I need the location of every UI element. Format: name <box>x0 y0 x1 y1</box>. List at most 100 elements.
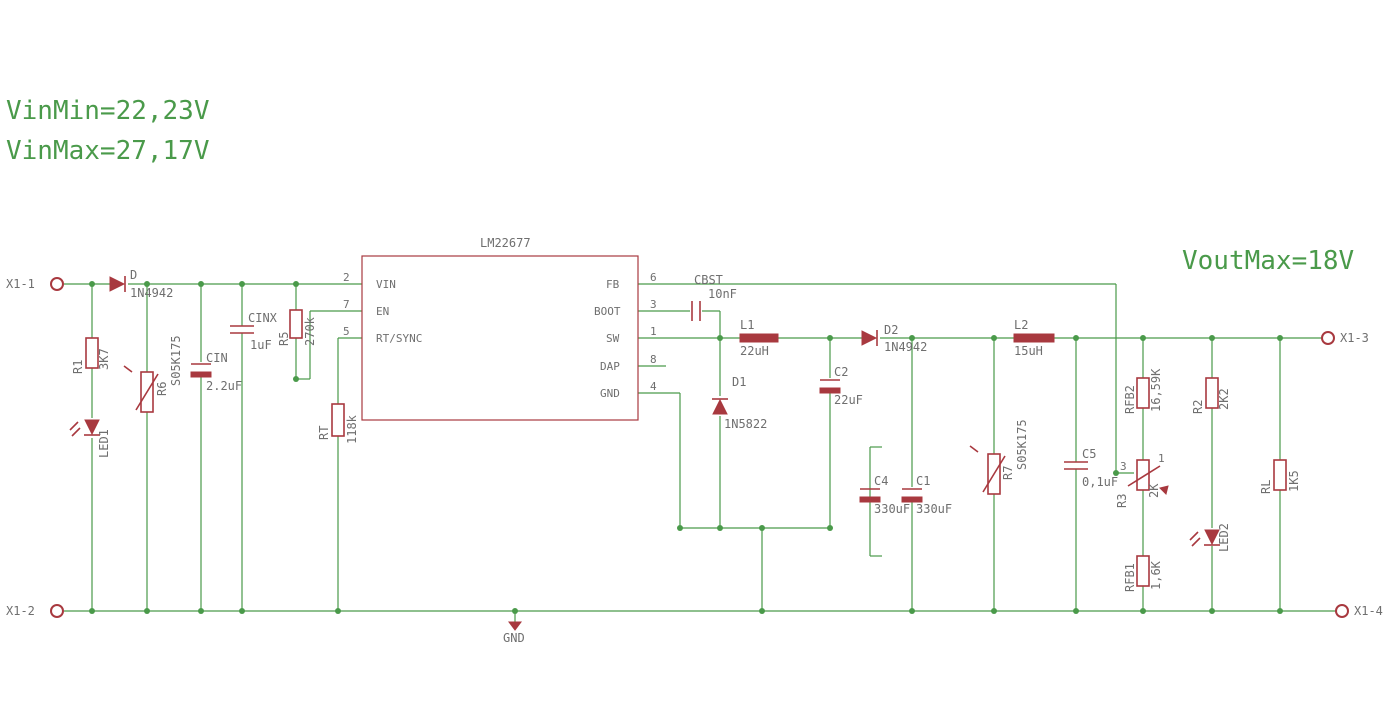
ic-pin-number: 8 <box>650 353 657 366</box>
capacitor-cinx[interactable]: CINX 1uF <box>230 311 278 352</box>
vout-max-note: VoutMax=18V <box>1182 246 1354 276</box>
ic-pin-name: EN <box>376 305 389 318</box>
ic-pin-name: RT/SYNC <box>376 332 422 345</box>
component-ref: RL <box>1259 480 1273 494</box>
component-value: 1uF <box>250 338 272 352</box>
capacitor-c2[interactable]: C2 22uF <box>819 365 863 407</box>
ic-lm22677[interactable]: LM22677 2 VIN 7 EN 5 RT/SYNC 6 FB 3 BOOT… <box>343 236 657 421</box>
capacitor-c4[interactable]: C4 330uF <box>859 474 910 516</box>
component-value: S05K175 <box>1015 419 1029 470</box>
component-ref: CIN <box>206 351 228 365</box>
wires <box>64 283 1336 622</box>
component-value: 16,59K <box>1149 368 1163 412</box>
component-ref: RT <box>317 426 331 440</box>
ic-pin-name: SW <box>606 332 620 345</box>
ic-pin-name: FB <box>606 278 620 291</box>
ic-pin-name: VIN <box>376 278 396 291</box>
component-ref: D <box>130 268 137 282</box>
diode-d[interactable]: D 1N4942 <box>109 268 173 300</box>
component-ref: C2 <box>834 365 848 379</box>
component-value: 1N5822 <box>724 417 767 431</box>
terminal-x1-4[interactable]: X1-4 <box>1335 604 1383 618</box>
ic-pin-number: 4 <box>650 380 657 393</box>
component-ref: D2 <box>884 323 898 337</box>
component-ref: R6 <box>155 382 169 396</box>
component-value: 22uF <box>834 393 863 407</box>
resistor-r5[interactable]: R5 270k <box>277 309 317 346</box>
component-ref: RFB2 <box>1123 385 1137 414</box>
resistor-rfb1[interactable]: RFB1 1,6K <box>1123 555 1163 592</box>
terminal-label: X1-4 <box>1354 604 1383 618</box>
resistor-rt[interactable]: RT 118k <box>317 403 359 444</box>
ic-pin-number: 5 <box>343 325 350 338</box>
component-ref: CBST <box>694 273 723 287</box>
capacitor-cbst[interactable]: CBST 10nF <box>691 273 737 321</box>
terminal-label: X1-1 <box>6 277 35 291</box>
pot-pin-number: 1 <box>1158 452 1165 465</box>
ic-pin-name: GND <box>600 387 620 400</box>
component-ref: R5 <box>277 332 291 346</box>
diode-d2[interactable]: D2 1N4942 <box>861 323 927 354</box>
inductor-l2[interactable]: L2 15uH <box>1013 318 1055 358</box>
component-value: 118k <box>345 414 359 444</box>
component-value: 15uH <box>1014 344 1043 358</box>
junctions <box>89 281 1283 614</box>
component-ref: R3 <box>1115 494 1129 508</box>
ic-pin-number: 1 <box>650 325 657 338</box>
resistor-rfb2[interactable]: RFB2 16,59K <box>1123 368 1163 414</box>
component-ref: C5 <box>1082 447 1096 461</box>
vin-max-note: VinMax=27,17V <box>6 136 210 166</box>
pot-pin-number: 3 <box>1120 460 1127 473</box>
ground-label: GND <box>503 631 525 645</box>
component-value: 3K7 <box>97 348 111 370</box>
component-value: 1K5 <box>1287 470 1301 492</box>
led-led2[interactable]: LED2 <box>1189 523 1231 552</box>
component-ref: R2 <box>1191 400 1205 414</box>
terminal-x1-2[interactable]: X1-2 <box>6 604 64 618</box>
ic-pin-name: BOOT <box>594 305 621 318</box>
ic-pin-name: DAP <box>600 360 620 373</box>
component-value: 1,6K <box>1149 560 1163 590</box>
ic-pin-number: 7 <box>343 298 350 311</box>
component-ref: C1 <box>916 474 930 488</box>
terminal-label: X1-3 <box>1340 331 1369 345</box>
capacitor-c1[interactable]: C1 330uF <box>901 474 952 516</box>
component-ref: C4 <box>874 474 888 488</box>
component-value: 270k <box>303 316 317 346</box>
ic-pin-number: 2 <box>343 271 350 284</box>
terminal-x1-3[interactable]: X1-3 <box>1321 331 1369 345</box>
resistor-rl[interactable]: RL 1K5 <box>1259 459 1301 494</box>
capacitor-c5[interactable]: C5 0,1uF <box>1064 447 1118 489</box>
ic-pin-number: 3 <box>650 298 657 311</box>
resistor-r2[interactable]: R2 2K2 <box>1191 377 1231 414</box>
diode-d1[interactable]: D1 1N5822 <box>712 375 767 431</box>
terminal-x1-1[interactable]: X1-1 <box>6 277 64 291</box>
resistor-r1[interactable]: R1 3K7 <box>71 337 111 374</box>
component-ref: R1 <box>71 360 85 374</box>
component-value: 1N4942 <box>884 340 927 354</box>
component-value: 330uF <box>874 502 910 516</box>
component-value: 22uH <box>740 344 769 358</box>
ic-pin-number: 6 <box>650 271 657 284</box>
inductor-l1[interactable]: L1 22uH <box>739 318 779 358</box>
component-ref: L2 <box>1014 318 1028 332</box>
varistor-r7[interactable]: R7 S05K175 <box>969 419 1029 495</box>
capacitor-cin[interactable]: CIN 2.2uF <box>190 351 242 393</box>
component-ref: R7 <box>1001 466 1015 480</box>
component-ref: RFB1 <box>1123 563 1137 592</box>
potentiometer-r3[interactable]: 1 3 R3 2K <box>1115 452 1169 508</box>
component-ref: LED2 <box>1217 523 1231 552</box>
component-ref: CINX <box>248 311 278 325</box>
component-ref: L1 <box>740 318 754 332</box>
component-value: 330uF <box>916 502 952 516</box>
component-value: 0,1uF <box>1082 475 1118 489</box>
ground-symbol[interactable]: GND <box>503 621 525 645</box>
component-value: 2.2uF <box>206 379 242 393</box>
component-value: 10nF <box>708 287 737 301</box>
component-ref: D1 <box>732 375 746 389</box>
ic-name: LM22677 <box>480 236 531 250</box>
component-value: 2K2 <box>1217 388 1231 410</box>
varistor-r6[interactable]: R6 S05K175 <box>123 335 183 413</box>
led-led1[interactable]: LED1 <box>69 419 111 458</box>
